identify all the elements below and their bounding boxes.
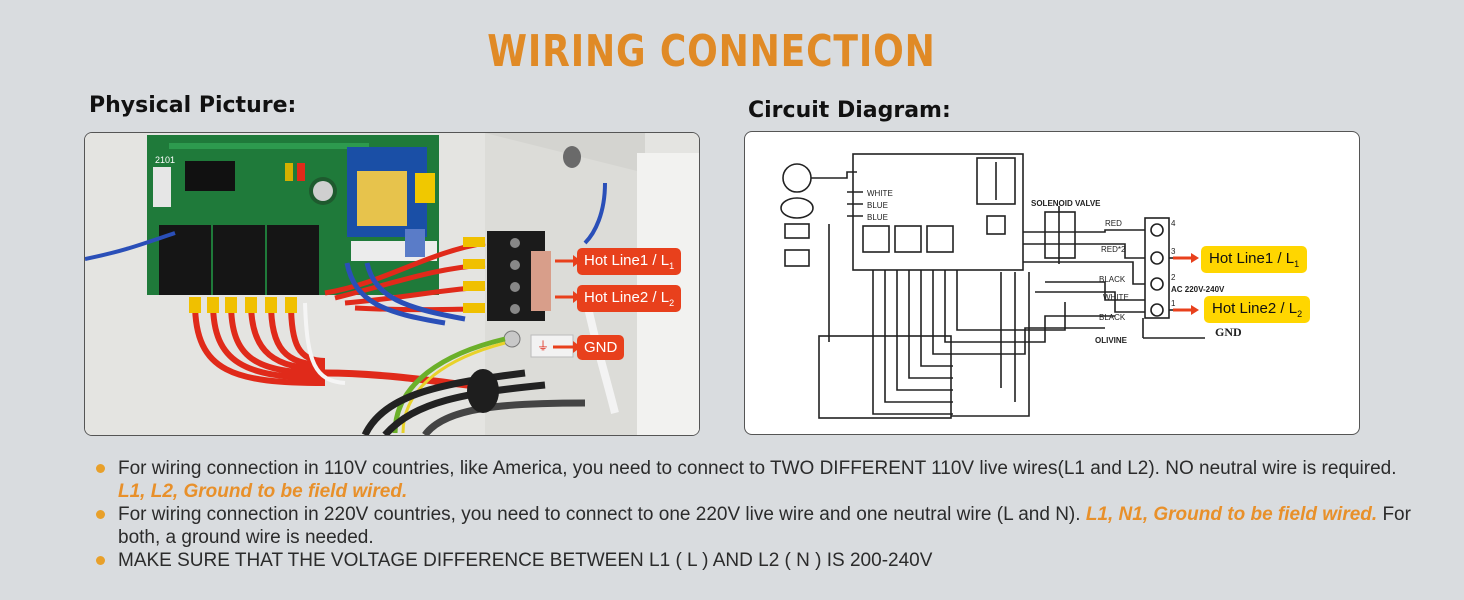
board-code: 2101: [155, 155, 175, 165]
circuit-diagram-panel: WHITE BLUE BLUE SOLENOID VALVE RED RED*2…: [744, 131, 1360, 435]
circuit-hot-line2-label: Hot Line2 / L2: [1204, 296, 1311, 323]
cable-grommet: [467, 369, 499, 413]
note-110v: For wiring connection in 110V countries,…: [96, 457, 1426, 503]
gnd-label: GND: [577, 335, 625, 360]
terminal-number-4: 4: [1171, 219, 1176, 228]
page-title: WIRING CONNECTION: [487, 26, 936, 77]
circuit-hot-line1-label: Hot Line1 / L1: [1201, 246, 1308, 273]
terminal-number-3: 3: [1171, 247, 1176, 256]
circuit-schematic: WHITE BLUE BLUE SOLENOID VALVE RED RED*2…: [780, 153, 1242, 419]
relay-2: [213, 225, 265, 295]
terminal-number-1: 1: [1171, 299, 1176, 308]
controller-board: [852, 153, 1024, 271]
bullet-icon: [96, 556, 105, 565]
physical-wiring-illustration: 2101 ⏚: [85, 133, 699, 435]
hot-line2-label: Hot Line2 / L2: [577, 285, 682, 312]
wire-label-white-2: WHITE: [1103, 293, 1129, 302]
heating-element: [818, 335, 952, 419]
terminal-strip: [1144, 217, 1170, 319]
solenoid-valve: [1044, 211, 1076, 259]
wire-label-blue-1: BLUE: [867, 201, 888, 210]
wire-label-black-1: BLACK: [1099, 275, 1126, 284]
wire-label-red2: RED*2: [1101, 245, 1126, 254]
hot-line1-label: Hot Line1 / L1: [577, 248, 682, 275]
terminal-number-2: 2: [1171, 273, 1176, 282]
note-voltage: MAKE SURE THAT THE VOLTAGE DIFFERENCE BE…: [96, 549, 1426, 572]
relay-3: [267, 225, 319, 295]
physical-picture-panel: 2101 ⏚: [84, 132, 700, 436]
wire-label-white: WHITE: [867, 189, 893, 198]
note-220v: For wiring connection in 220V countries,…: [96, 503, 1426, 549]
olivine-label: OLIVINE: [1095, 336, 1128, 345]
bullet-icon: [96, 510, 105, 519]
svg-text:⏚: ⏚: [537, 339, 549, 353]
wiring-notes: For wiring connection in 110V countries,…: [96, 457, 1426, 572]
physical-picture-heading: Physical Picture:: [89, 93, 297, 118]
bullet-icon: [96, 464, 105, 473]
wire-label-black-2: BLACK: [1099, 313, 1126, 322]
circuit-diagram-heading: Circuit Diagram:: [748, 98, 951, 123]
wire-label-blue-2: BLUE: [867, 213, 888, 222]
sensor-icon: [782, 163, 812, 193]
ac-voltage-label: AC 220V-240V: [1171, 285, 1225, 294]
circuit-gnd-label: GND: [1215, 325, 1242, 339]
wire-label-red: RED: [1105, 219, 1122, 228]
solenoid-label: SOLENOID VALVE: [1031, 199, 1101, 208]
